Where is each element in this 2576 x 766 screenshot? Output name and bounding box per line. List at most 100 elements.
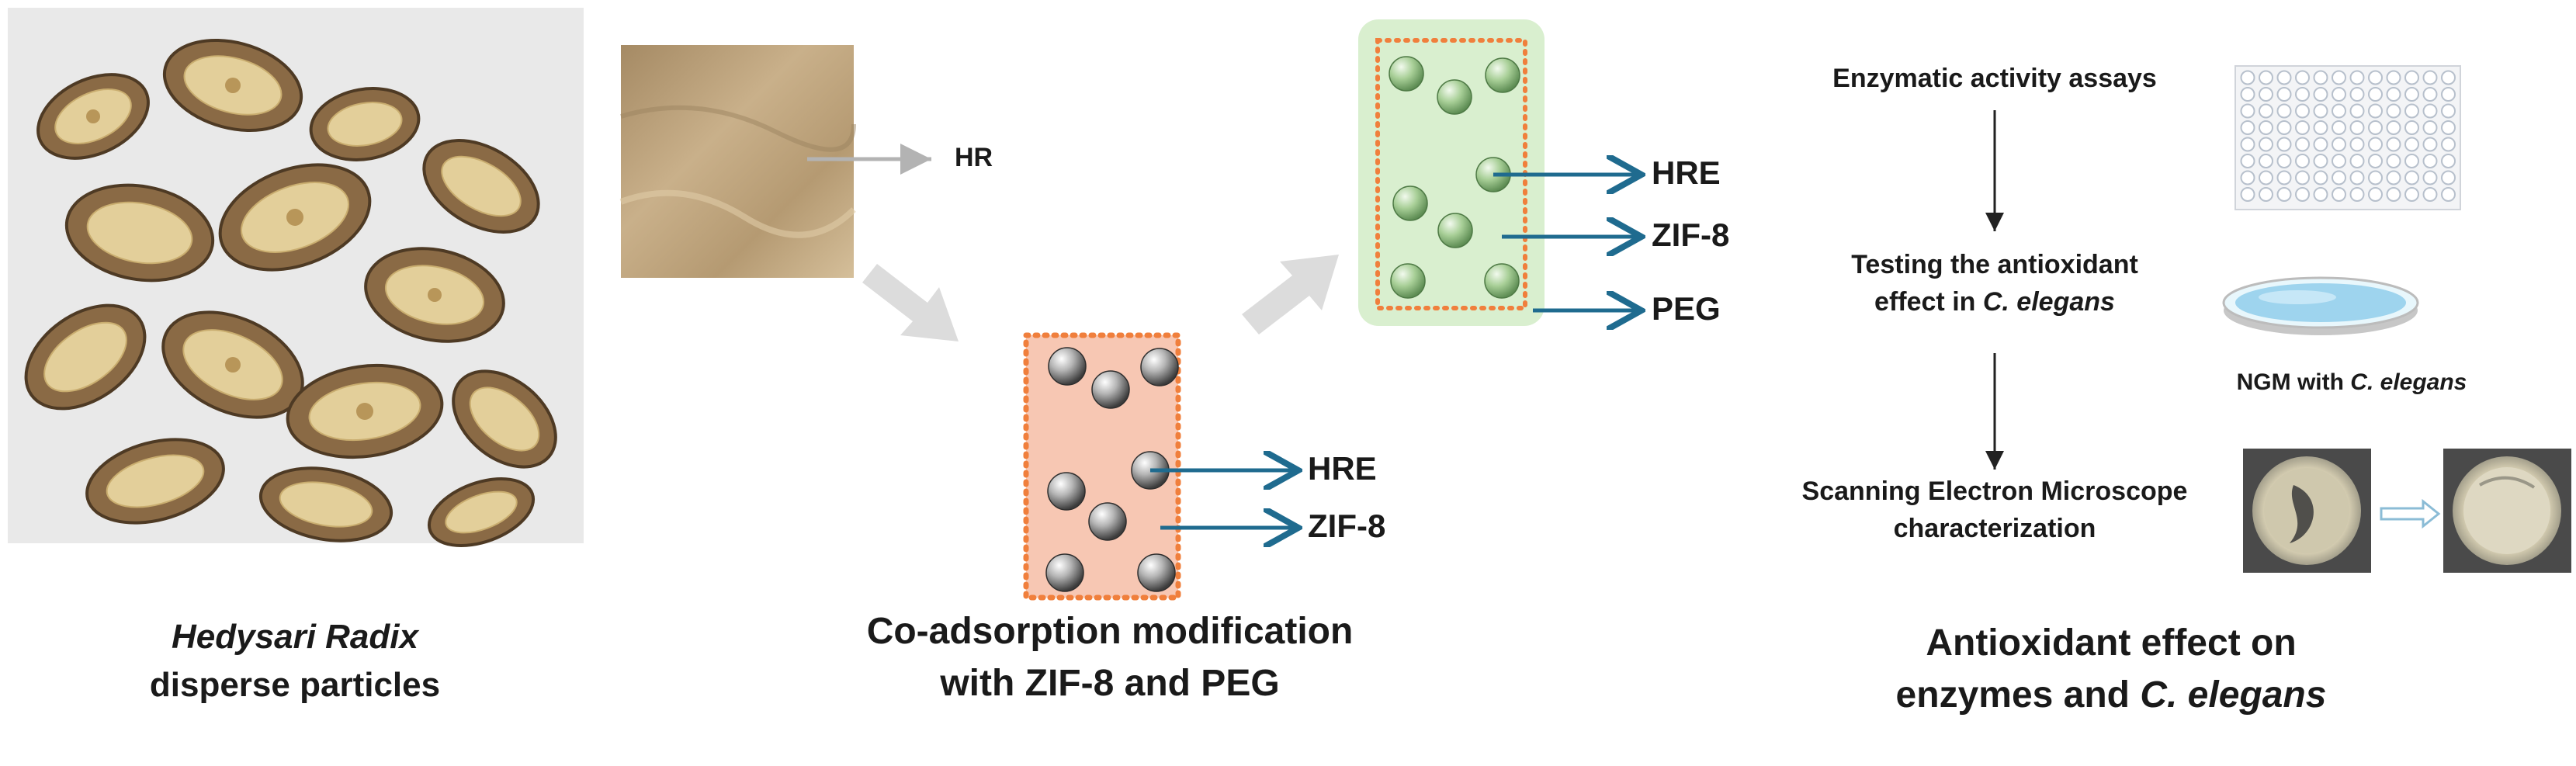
workflow-step2-prefix: effect in <box>1874 286 1983 317</box>
well <box>2240 87 2255 102</box>
transition-arrow-1 <box>862 264 959 341</box>
well <box>2276 120 2292 135</box>
peg-label: PEG <box>1652 290 1721 327</box>
well <box>2386 137 2401 152</box>
workflow-step-antioxidant-test-line2: effect in C. elegans <box>1770 284 2220 321</box>
hr-label: HR <box>955 143 993 172</box>
well <box>2404 187 2419 202</box>
workflow-step-sem-line1: Scanning Electron Microscope <box>1801 477 2188 506</box>
well <box>2422 187 2438 202</box>
zif8-label-2: ZIF-8 <box>1652 217 1730 253</box>
caption-antioxidant-effect: Antioxidant effect on enzymes and C. ele… <box>1801 617 2422 721</box>
well <box>2386 103 2401 119</box>
workflow-step-antioxidant-test-line1: Testing the antioxidant <box>1851 250 2138 279</box>
well <box>2441 87 2456 102</box>
workflow-step-enzymatic-assays-text: Enzymatic activity assays <box>1832 64 2157 93</box>
well <box>2422 87 2438 102</box>
well <box>2404 154 2419 168</box>
well <box>2386 87 2401 102</box>
well <box>2240 120 2255 135</box>
powder-photo <box>619 45 856 278</box>
well <box>2332 187 2346 202</box>
well <box>2295 103 2310 119</box>
well <box>2259 170 2273 185</box>
well <box>2295 70 2310 85</box>
well <box>2259 70 2273 85</box>
well <box>2276 137 2292 152</box>
caption-right-line2-prefix: enzymes and <box>1895 674 2141 716</box>
ngm-label-prefix: NGM with <box>2236 369 2351 395</box>
caption-right-line2: enzymes and C. elegans <box>1801 669 2422 721</box>
well <box>2259 187 2273 202</box>
well <box>2386 187 2401 202</box>
well <box>2368 87 2383 102</box>
well <box>2276 170 2292 185</box>
well <box>2368 70 2383 85</box>
well <box>2386 170 2401 185</box>
well <box>2313 103 2328 119</box>
workflow-step-sem: Scanning Electron Microscope characteriz… <box>1731 473 2259 547</box>
workflow-step-sem-line2: characterization <box>1893 513 2096 543</box>
well <box>2349 154 2365 168</box>
sem-photo-after <box>2443 449 2571 573</box>
well <box>2422 70 2438 85</box>
well <box>2313 87 2328 102</box>
well <box>2276 103 2292 119</box>
caption-middle-line2: with ZIF-8 and PEG <box>940 663 1280 705</box>
well <box>2240 70 2255 85</box>
well <box>2332 87 2346 102</box>
well <box>2332 70 2346 85</box>
well <box>2259 103 2273 119</box>
well <box>2295 170 2310 185</box>
well <box>2441 154 2456 168</box>
caption-middle-line1: Co-adsorption modification <box>866 611 1354 652</box>
well <box>2441 120 2456 135</box>
well <box>2441 70 2456 85</box>
well <box>2276 187 2292 202</box>
well <box>2404 170 2419 185</box>
well <box>2240 187 2255 202</box>
well <box>2386 70 2401 85</box>
well <box>2349 120 2365 135</box>
well <box>2276 87 2292 102</box>
well <box>2332 137 2346 152</box>
petri-dish-icon <box>2222 276 2419 335</box>
well <box>2240 170 2255 185</box>
well <box>2349 87 2365 102</box>
well <box>2313 120 2328 135</box>
well <box>2368 103 2383 119</box>
peg-coating <box>1358 19 1545 326</box>
well <box>2404 70 2419 85</box>
well <box>2368 170 2383 185</box>
well <box>2349 170 2365 185</box>
well <box>2295 87 2310 102</box>
well <box>2441 103 2456 119</box>
well <box>2422 103 2438 119</box>
caption-left-line2: disperse particles <box>149 665 441 704</box>
well <box>2422 154 2438 168</box>
well-plate-image <box>2234 65 2461 210</box>
well <box>2441 137 2456 152</box>
well <box>2404 103 2419 119</box>
well <box>2313 170 2328 185</box>
well <box>2332 154 2346 168</box>
well <box>2422 137 2438 152</box>
well <box>2276 70 2292 85</box>
well <box>2240 154 2255 168</box>
well <box>2240 137 2255 152</box>
well <box>2332 170 2346 185</box>
hre-label-2: HRE <box>1652 154 1721 191</box>
workflow-step2-italic: C. elegans <box>1982 286 2115 317</box>
well <box>2313 187 2328 202</box>
well <box>2332 103 2346 119</box>
sem-photo-before <box>2243 449 2371 573</box>
well <box>2295 120 2310 135</box>
well <box>2332 120 2346 135</box>
well <box>2276 154 2292 168</box>
workflow-step-antioxidant-test: Testing the antioxidant effect in C. ele… <box>1770 247 2220 321</box>
sem-transition-arrow <box>2380 498 2441 529</box>
caption-hedysari-radix: Hedysari Radix disperse particles <box>62 613 528 709</box>
ngm-label-italic: C. elegans <box>2350 369 2467 395</box>
caption-right-line1: Antioxidant effect on <box>1926 622 2297 664</box>
